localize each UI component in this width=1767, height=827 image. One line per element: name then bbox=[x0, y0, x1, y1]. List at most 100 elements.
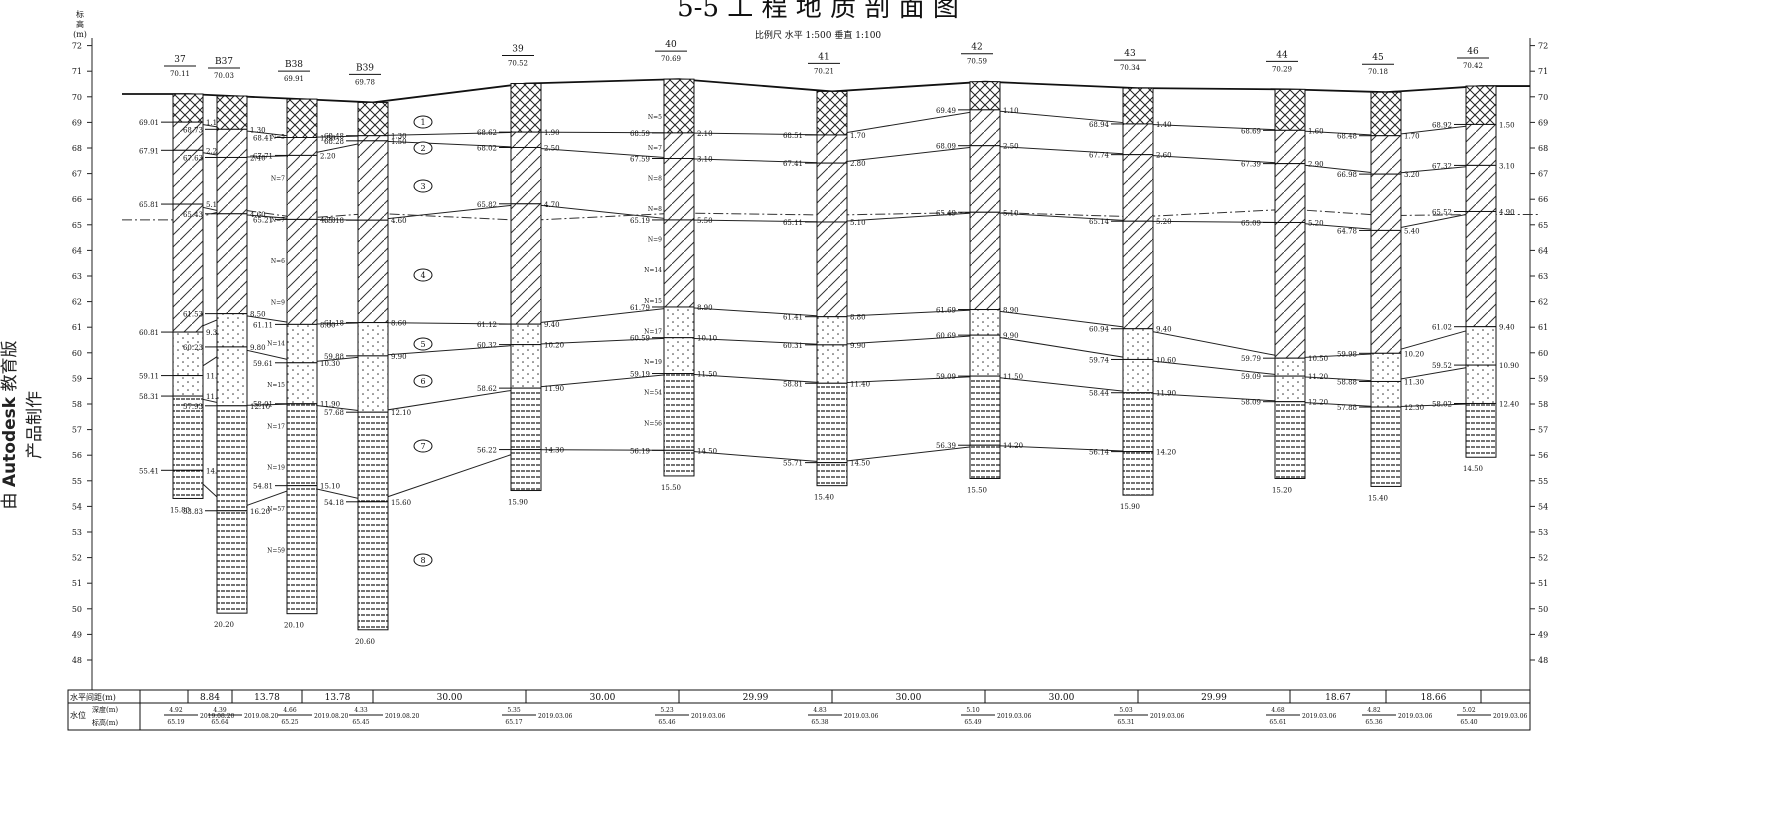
layer-elevation-label: 59.98 bbox=[1337, 350, 1357, 358]
layer-elevation-label: 58.88 bbox=[1337, 378, 1357, 386]
layer-depth-label: 15.60 bbox=[391, 499, 411, 507]
side-watermark: 由 Autodesk 教育版产品制作 bbox=[0, 335, 45, 515]
spt-n-value: N=8 bbox=[648, 175, 662, 182]
layer-depth-label: 14.50 bbox=[850, 460, 870, 468]
axis-tick-label: 72 bbox=[1538, 42, 1548, 51]
layer-elevation-label: 53.83 bbox=[183, 508, 203, 516]
layer-elevation-label: 65.18 bbox=[324, 217, 344, 225]
borehole-bottom-depth: 20.10 bbox=[284, 622, 304, 630]
axis-tick-label: 72 bbox=[72, 42, 82, 51]
layer-elevation-label: 68.62 bbox=[477, 129, 497, 137]
borehole-layer bbox=[1370, 91, 1402, 137]
axis-tick-label: 50 bbox=[72, 605, 82, 614]
borehole-id: B38 bbox=[285, 60, 303, 70]
borehole-layer bbox=[1274, 221, 1306, 359]
axis-tick-label: 64 bbox=[1538, 246, 1548, 255]
borehole-layer bbox=[663, 306, 695, 339]
axis-tick-label: 70 bbox=[72, 93, 82, 102]
water-date: 2019.03.06 bbox=[538, 713, 573, 720]
layer-depth-label: 1.10 bbox=[1003, 107, 1019, 115]
layer-elevation-label: 59.74 bbox=[1089, 356, 1110, 364]
borehole-layer bbox=[663, 337, 695, 375]
water-date: 2019.03.06 bbox=[1493, 713, 1528, 720]
axis-tick-label: 49 bbox=[1538, 630, 1548, 639]
borehole-layer bbox=[969, 109, 1001, 147]
scale-note: 比例尺 水平 1:500 垂直 1:100 bbox=[755, 29, 882, 41]
borehole-layer bbox=[663, 132, 695, 159]
layer-depth-label: 8.90 bbox=[697, 304, 713, 312]
layer-elevation-label: 68.48 bbox=[1337, 133, 1357, 141]
layer-elevation-label: 54.18 bbox=[324, 499, 344, 507]
axis-tick-label: 48 bbox=[1538, 656, 1548, 665]
layer-number-badge bbox=[413, 374, 433, 388]
layer-depth-label: 1.90 bbox=[544, 129, 560, 137]
borehole-layer bbox=[357, 140, 389, 221]
layer-depth-label: 9.40 bbox=[544, 321, 560, 329]
water-date: 2019.08.20 bbox=[244, 713, 279, 720]
axis-tick-label: 48 bbox=[72, 656, 82, 665]
water-depth-value: 4.82 bbox=[1367, 707, 1381, 714]
borehole-layer bbox=[816, 462, 848, 487]
axis-tick-label: 64 bbox=[72, 246, 82, 255]
spt-n-value: N=19 bbox=[644, 359, 662, 366]
water-elevation-value: 65.49 bbox=[964, 719, 981, 726]
axis-tick-label: 66 bbox=[1538, 195, 1548, 204]
borehole-layer bbox=[1122, 123, 1154, 156]
borehole-bottom-depth: 15.50 bbox=[967, 486, 987, 494]
layer-number-badge bbox=[413, 179, 433, 193]
axis-tick-label: 59 bbox=[72, 374, 82, 383]
layer-elevation-label: 59.61 bbox=[253, 360, 273, 368]
layer-number: 1 bbox=[420, 118, 425, 127]
layer-number-badge bbox=[413, 115, 433, 129]
spacing-value: 8.84 bbox=[200, 693, 220, 703]
borehole-layer bbox=[357, 355, 389, 413]
water-depth-value: 4.66 bbox=[283, 707, 297, 714]
borehole-layer bbox=[510, 387, 542, 451]
layer-depth-label: 9.40 bbox=[1499, 324, 1515, 332]
spacing-value: 30.00 bbox=[590, 693, 616, 703]
layer-elevation-label: 58.09 bbox=[1241, 399, 1261, 407]
spt-n-value: N=15 bbox=[644, 298, 662, 305]
spt-n-value: N=5 bbox=[271, 134, 285, 141]
layer-depth-label: 1.50 bbox=[391, 138, 407, 146]
spt-n-value: N=9 bbox=[271, 299, 285, 306]
axis-tick-label: 54 bbox=[72, 502, 82, 511]
layer-number-badge bbox=[413, 553, 433, 567]
borehole-layer bbox=[1465, 123, 1497, 166]
layer-depth-label: 5.20 bbox=[1308, 219, 1324, 227]
axis-tick-label: 58 bbox=[72, 400, 82, 409]
layer-depth-label: 12.40 bbox=[1499, 400, 1519, 408]
borehole-bottom-depth: 15.20 bbox=[1272, 486, 1292, 494]
layer-depth-label: 2.20 bbox=[206, 147, 222, 155]
layer-depth-label: 4.90 bbox=[1499, 208, 1515, 216]
spt-n-value: N=17 bbox=[644, 328, 662, 335]
layer-elevation-label: 67.32 bbox=[1432, 162, 1452, 170]
borehole-id: B37 bbox=[215, 57, 233, 67]
layer-elevation-label: 68.48 bbox=[324, 133, 344, 141]
layer-depth-label: 2.80 bbox=[850, 160, 866, 168]
borehole-layer bbox=[969, 81, 1001, 111]
borehole-layer bbox=[969, 309, 1001, 336]
axis-tick-label: 53 bbox=[1538, 528, 1548, 537]
water-date: 2019.08.20 bbox=[200, 713, 235, 720]
layer-elevation-label: 68.73 bbox=[183, 126, 203, 134]
layer-depth-label: 4.70 bbox=[320, 216, 336, 224]
axis-tick-label: 59 bbox=[1538, 374, 1548, 383]
watermark-prefix: 由 bbox=[0, 492, 20, 510]
borehole-layer bbox=[286, 362, 318, 405]
layer-depth-label: 2.50 bbox=[544, 144, 560, 152]
borehole-layer bbox=[1122, 154, 1154, 222]
layer-elevation-label: 68.59 bbox=[630, 130, 650, 138]
layer-depth-label: 4.60 bbox=[250, 211, 266, 219]
layer-depth-label: 10.30 bbox=[320, 360, 340, 368]
layer-depth-label: 12.30 bbox=[1404, 404, 1424, 412]
spt-n-value: N=14 bbox=[644, 267, 662, 274]
borehole-top-elevation: 69.91 bbox=[284, 75, 304, 83]
borehole-bottom-depth: 15.90 bbox=[508, 499, 528, 507]
layer-depth-label: 1.70 bbox=[850, 132, 866, 140]
layer-elevation-label: 61.69 bbox=[936, 307, 956, 315]
layer-elevation-label: 57.93 bbox=[183, 403, 203, 411]
water-elevation-value: 65.31 bbox=[1117, 719, 1134, 726]
